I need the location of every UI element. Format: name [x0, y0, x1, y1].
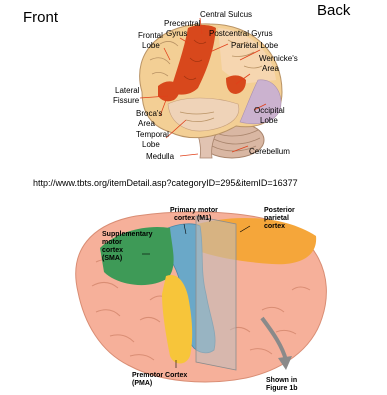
- section-plane: [196, 216, 236, 370]
- label-central-sulcus: Central Sulcus: [200, 10, 252, 19]
- label-posterior-parietal-2: parietal: [264, 215, 289, 222]
- label-sma-4: (SMA): [102, 255, 122, 262]
- label-parietal: Parietal Lobe: [231, 41, 279, 50]
- label-shown-in-2: Figure 1b: [266, 385, 298, 392]
- label-primary-motor-2: cortex (M1): [174, 215, 211, 222]
- label-lateral-2: Fissure: [113, 96, 140, 105]
- label-occipital-1: Occipital: [254, 106, 285, 115]
- label-wernicke-1: Wernicke's: [259, 54, 298, 63]
- label-premotor-2: (PMA): [132, 380, 152, 387]
- label-broca-1: Broca's: [136, 109, 162, 118]
- label-posterior-parietal-3: cortex: [264, 223, 285, 230]
- label-premotor-1: Premotor Cortex: [132, 372, 187, 379]
- label-sma-2: motor: [102, 239, 122, 246]
- label-frontal-2: Lobe: [142, 41, 160, 50]
- label-primary-motor-1: Primary motor: [170, 207, 218, 214]
- label-posterior-parietal-1: Posterior: [264, 207, 295, 214]
- label-shown-in-1: Shown in: [266, 377, 297, 384]
- label-sma-1: Supplementary: [102, 231, 153, 238]
- label-wernicke-2: Area: [262, 64, 279, 73]
- brain-diagram-bottom: Primary motor cortex (M1) Posterior pari…: [76, 207, 327, 392]
- source-url: http://www.tbts.org/itemDetail.asp?categ…: [33, 178, 298, 188]
- label-precentral-2: Gyrus: [166, 29, 187, 38]
- label-precentral-1: Precentral: [164, 19, 201, 28]
- label-temporal-1: Temporal: [136, 130, 169, 139]
- label-broca-2: Area: [138, 119, 155, 128]
- label-lateral-1: Lateral: [115, 86, 140, 95]
- label-medulla: Medulla: [146, 152, 175, 161]
- label-cerebellum: Cerebellum: [249, 147, 290, 156]
- label-occipital-2: Lobe: [260, 116, 278, 125]
- label-sma-3: cortex: [102, 247, 123, 254]
- label-frontal-1: Frontal: [138, 31, 163, 40]
- label-postcentral: Postcentral Gyrus: [209, 29, 273, 38]
- label-temporal-2: Lobe: [142, 140, 160, 149]
- brain-diagram-top: Central Sulcus Precentral Gyrus Postcent…: [113, 10, 298, 161]
